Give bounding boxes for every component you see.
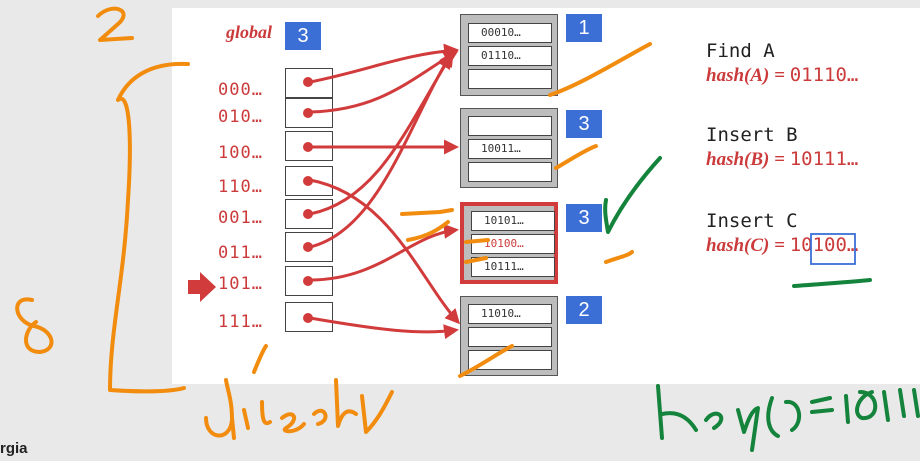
bucket-entry: 10100…	[471, 234, 555, 254]
hash-value: 01110…	[789, 64, 859, 86]
hash-equals: =	[769, 149, 790, 170]
operation-title: Insert B	[706, 124, 798, 146]
bucket-entry: 10101…	[471, 211, 555, 231]
local-depth-badge: 1	[566, 14, 602, 42]
directory-tick	[252, 344, 268, 374]
pointer-dot	[303, 142, 313, 152]
logo: rgia	[0, 440, 28, 457]
pointer-dot	[303, 209, 313, 219]
pointer-dot	[303, 108, 313, 118]
bucket-entry	[468, 69, 552, 89]
pointer-arrow	[309, 316, 459, 340]
operation-hash: hash(C) = 10100…	[706, 234, 858, 257]
pointer-arrows	[309, 43, 461, 340]
pointer-dot	[303, 242, 313, 252]
global-depth-badge: 3	[285, 22, 321, 50]
directory-cell	[285, 302, 333, 332]
pointer-arrow	[309, 43, 459, 84]
bucket-mark	[458, 344, 514, 378]
directory-slot-label: 101…	[218, 274, 263, 294]
hash-function: hash(A)	[706, 65, 770, 86]
operation-title: Insert C	[706, 210, 798, 232]
hash-value: 10111…	[789, 148, 859, 170]
directory-slot-label: 111…	[218, 312, 263, 332]
pointer-arrow	[309, 178, 461, 325]
key-note-stroke	[656, 384, 920, 452]
hash-function: hash(C)	[706, 235, 770, 256]
insert-mark	[464, 238, 490, 244]
operation-title: Find A	[706, 40, 775, 62]
prefix-highlight-box	[810, 233, 856, 265]
directory-slot-label: 001…	[218, 208, 263, 228]
pointer-dot	[303, 176, 313, 186]
directory-cell	[285, 266, 333, 296]
pointer-dots	[303, 77, 313, 323]
green-ink	[603, 156, 920, 452]
insert-mark	[604, 250, 634, 264]
current-slot-arrow	[188, 272, 216, 302]
hash-value: 10100…	[789, 234, 859, 256]
insert-mark	[406, 220, 450, 242]
directory-slot-label: 000…	[218, 80, 263, 100]
digit-two-stroke	[96, 6, 134, 42]
directory-slot-label: 110…	[218, 177, 263, 197]
bucket-entry: 10011…	[468, 139, 552, 159]
bucket-entry: 11010…	[468, 304, 552, 324]
bucket-mark	[554, 144, 598, 170]
bucket: 00010… 01110…	[460, 14, 558, 96]
directory-slot-label: 010…	[218, 107, 263, 127]
digit-eight-stroke	[15, 297, 54, 354]
bucket-entry	[468, 116, 552, 136]
hash-function: hash(B)	[706, 149, 770, 170]
bucket: 11010…	[460, 296, 558, 376]
hash-equals: =	[769, 65, 790, 86]
operation-hash: hash(B) = 10111…	[706, 148, 858, 171]
operation-hash: hash(A) = 01110…	[706, 64, 858, 87]
pointer-dot	[303, 276, 313, 286]
bucket-entry: 00010…	[468, 23, 552, 43]
underline-stroke	[792, 278, 872, 288]
pointer-arrow	[309, 223, 459, 282]
local-depth-badge: 2	[566, 296, 602, 324]
directory-slot-label: 011…	[218, 243, 263, 263]
bucket-entry	[468, 162, 552, 182]
bucket-entry: 01110…	[468, 46, 552, 66]
insert-mark	[464, 256, 488, 264]
pointer-arrow	[309, 53, 452, 249]
bucket: 10011…	[460, 108, 558, 188]
pointer-dot	[303, 77, 313, 87]
insert-mark	[400, 208, 454, 216]
global-depth-label: global	[226, 22, 273, 42]
bucket-entry: 10111…	[471, 257, 555, 277]
directory-word-stroke	[204, 378, 394, 440]
orange-ink	[15, 6, 652, 440]
bucket-entry	[468, 350, 552, 370]
local-depth-badge: 3	[566, 110, 602, 138]
brace-stroke	[108, 61, 190, 394]
bucket-mark	[548, 42, 652, 97]
check-mark	[603, 156, 662, 234]
hash-equals: =	[769, 235, 790, 256]
pointer-dot	[303, 313, 313, 323]
directory-slot-label: 100…	[218, 143, 263, 163]
local-depth-badge: 3	[566, 204, 602, 232]
